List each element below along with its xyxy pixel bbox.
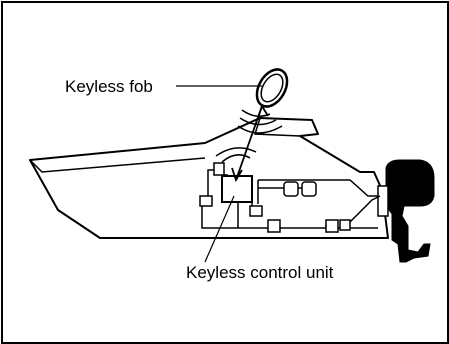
cabin-window-line	[253, 117, 301, 137]
boat-deck-line	[29, 157, 206, 173]
keyless-fob-label: Keyless fob	[65, 77, 153, 96]
communication-arrow	[231, 103, 269, 183]
unit-signal-arcs	[215, 147, 257, 163]
connectors	[199, 162, 351, 233]
keyless-control-unit-label: Keyless control unit	[186, 263, 334, 282]
unit-leader-line	[204, 195, 235, 263]
keyless-fob	[255, 68, 289, 108]
outboard-motor	[377, 159, 435, 263]
